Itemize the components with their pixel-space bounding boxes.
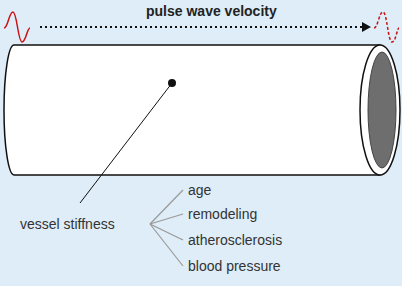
- leader-line: [80, 83, 172, 203]
- pulse-wave-dashed: [374, 12, 399, 42]
- pulse-wave: [4, 12, 30, 42]
- factor-label: remodeling: [188, 206, 257, 222]
- vessel-tube: [4, 45, 380, 175]
- factor-label: age: [188, 182, 211, 198]
- vessel-lumen: [368, 52, 396, 168]
- factor-label: blood pressure: [188, 258, 281, 274]
- callout-label: vessel stiffness: [20, 216, 115, 232]
- vessel-opening: [360, 45, 400, 175]
- fan-lines: [150, 190, 183, 266]
- velocity-arrow: [40, 26, 362, 28]
- factor-label: atherosclerosis: [188, 232, 282, 248]
- arrow-head: [362, 22, 371, 32]
- arrow-label: pulse wave velocity: [146, 3, 277, 19]
